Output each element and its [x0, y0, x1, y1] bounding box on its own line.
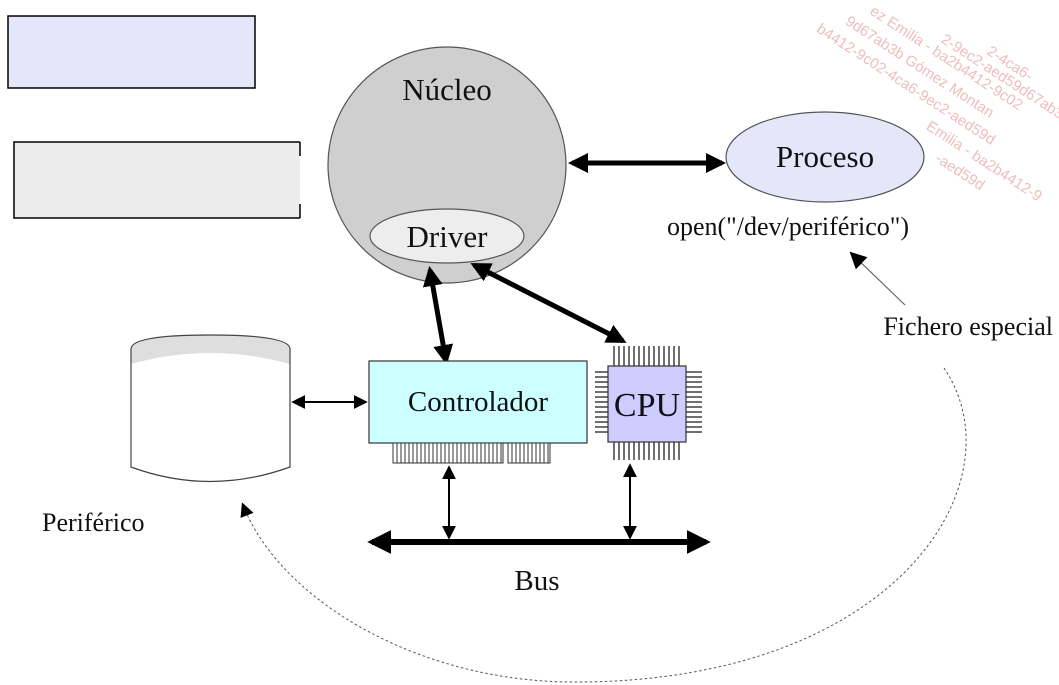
open-call-label: open("/dev/periférico") [667, 212, 909, 241]
controller-label: Controlador [408, 386, 548, 418]
cpu-pins [595, 346, 702, 460]
special-file-pointer-arrow [849, 251, 906, 306]
cpu-chip: CPU [595, 346, 702, 460]
driver-node: Driver [369, 208, 525, 264]
driver-label: Driver [407, 219, 489, 254]
driver-cpu-arrow [470, 262, 627, 344]
process-label: Proceso [776, 139, 874, 174]
driver-ellipse [369, 208, 525, 264]
bus-label: Bus [514, 565, 559, 597]
kernel-label: Núcleo [402, 72, 492, 107]
peripheral-label: Periférico [42, 508, 145, 537]
legend-box-gray [13, 141, 301, 219]
cpu-box [607, 365, 687, 443]
controller-card: Controlador [368, 360, 588, 464]
controller-box [368, 360, 588, 444]
controller-edge-connector [507, 442, 551, 464]
process-ellipse [725, 111, 925, 203]
special-file-label: Fichero especial [883, 312, 1053, 341]
cpu-label: CPU [614, 387, 680, 424]
peripheral-cylinder [130, 334, 291, 483]
legend-box-lavender [7, 15, 256, 89]
process-node: Proceso [725, 111, 925, 203]
driver-controller-arrow [422, 266, 454, 365]
controller-edge-connector [392, 442, 504, 464]
special-file-to-peripheral-dashed-arrow [240, 367, 967, 683]
